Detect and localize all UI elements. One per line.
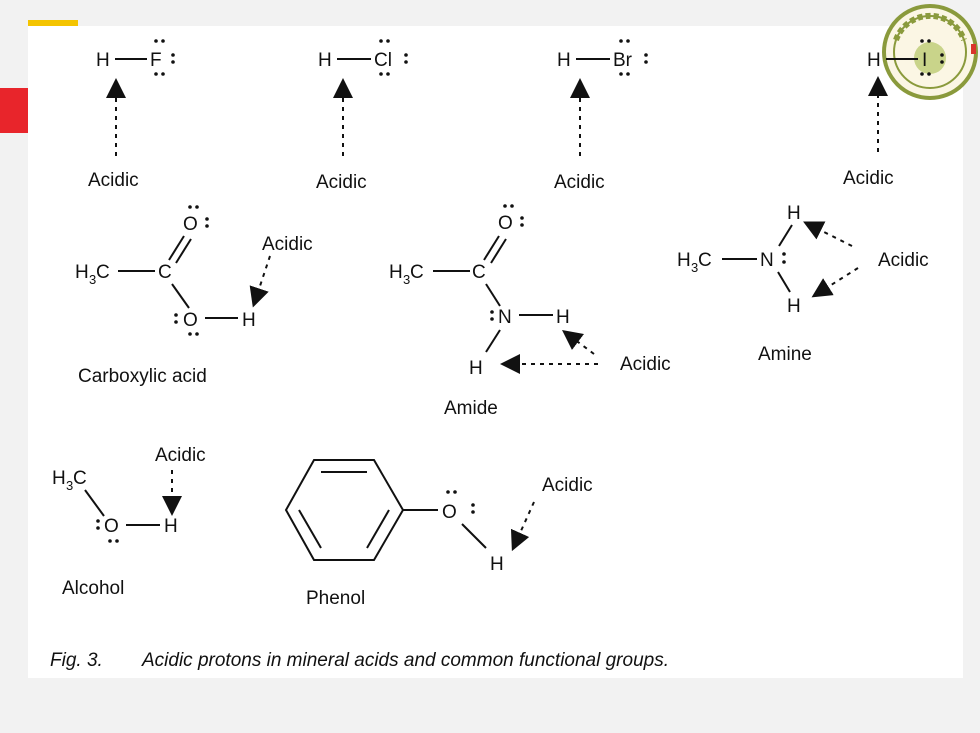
acidic-label: Acidic xyxy=(554,172,605,193)
figure-panel xyxy=(28,26,963,678)
atom-c: C xyxy=(96,262,110,283)
atom-subscript: 3 xyxy=(66,478,73,493)
atom-c: C xyxy=(698,250,712,271)
accent-bar-yellow xyxy=(28,20,78,27)
phenol-structure: O H Acidic Phenol xyxy=(284,459,593,609)
atom-h: H xyxy=(96,50,110,71)
accent-bar-red xyxy=(0,88,28,133)
acidic-label: Acidic xyxy=(542,475,593,496)
caption-text: Acidic protons in mineral acids and comm… xyxy=(141,650,669,671)
atom-h: H xyxy=(242,310,256,331)
atom-o: O xyxy=(183,214,198,235)
atom-c: C xyxy=(158,262,172,283)
atom-o: O xyxy=(442,502,457,523)
hi-structure: H I Acidic xyxy=(843,39,944,189)
alcohol-structure: H 3 C O H Acidic Alcohol xyxy=(52,445,206,599)
hcl-structure: H Cl Acidic xyxy=(316,39,408,193)
acidic-label: Acidic xyxy=(155,445,206,466)
atom-h: H xyxy=(867,50,881,71)
atom-h: H xyxy=(52,468,66,489)
caption-prefix: Fig. 3. xyxy=(50,650,103,671)
atom-h: H xyxy=(75,262,89,283)
acidic-label: Acidic xyxy=(262,234,313,255)
acidic-label: Acidic xyxy=(878,250,929,271)
atom-h: H xyxy=(557,50,571,71)
phenol-label: Phenol xyxy=(306,588,365,609)
atom-br: Br xyxy=(613,50,633,71)
alcohol-label: Alcohol xyxy=(62,578,124,599)
atom-i: I xyxy=(922,50,927,71)
atom-h: H xyxy=(389,262,403,283)
atom-subscript: 3 xyxy=(89,272,96,287)
atom-h: H xyxy=(164,516,178,537)
carboxylic-acid-structure: O H 3 C C O H Acidic Carboxylic acid xyxy=(75,205,313,387)
amine-label: Amine xyxy=(758,344,812,365)
atom-f: F xyxy=(150,50,162,71)
atom-c: C xyxy=(472,262,486,283)
atom-subscript: 3 xyxy=(691,260,698,275)
atom-h: H xyxy=(469,358,483,379)
atom-subscript: 3 xyxy=(403,272,410,287)
amine-structure: H H 3 C N H Acidic Amine xyxy=(677,203,929,365)
acidic-label: Acidic xyxy=(843,168,894,189)
figure-caption: Fig. 3. Acidic protons in mineral acids … xyxy=(50,650,669,671)
carboxylic-acid-label: Carboxylic acid xyxy=(78,366,207,387)
amide-structure: O H 3 C C N H H Acidic Amide xyxy=(389,204,671,419)
acidic-label: Acidic xyxy=(316,172,367,193)
atom-h: H xyxy=(556,307,570,328)
hf-structure: H F Acidic xyxy=(88,39,175,191)
atom-n: N xyxy=(498,307,512,328)
atom-n: N xyxy=(760,250,774,271)
acidic-label: Acidic xyxy=(620,354,671,375)
atom-o: O xyxy=(498,213,513,234)
atom-h: H xyxy=(787,203,801,224)
hbr-structure: H Br Acidic xyxy=(554,39,648,193)
atom-h: H xyxy=(318,50,332,71)
atom-h: H xyxy=(677,250,691,271)
university-seal-icon xyxy=(882,4,978,100)
atom-h: H xyxy=(490,554,504,575)
atom-o: O xyxy=(104,516,119,537)
atom-h: H xyxy=(787,296,801,317)
acidic-label: Acidic xyxy=(88,170,139,191)
atom-o: O xyxy=(183,310,198,331)
atom-c: C xyxy=(410,262,424,283)
amide-label: Amide xyxy=(444,398,498,419)
atom-cl: Cl xyxy=(374,50,392,71)
atom-c: C xyxy=(73,468,87,489)
